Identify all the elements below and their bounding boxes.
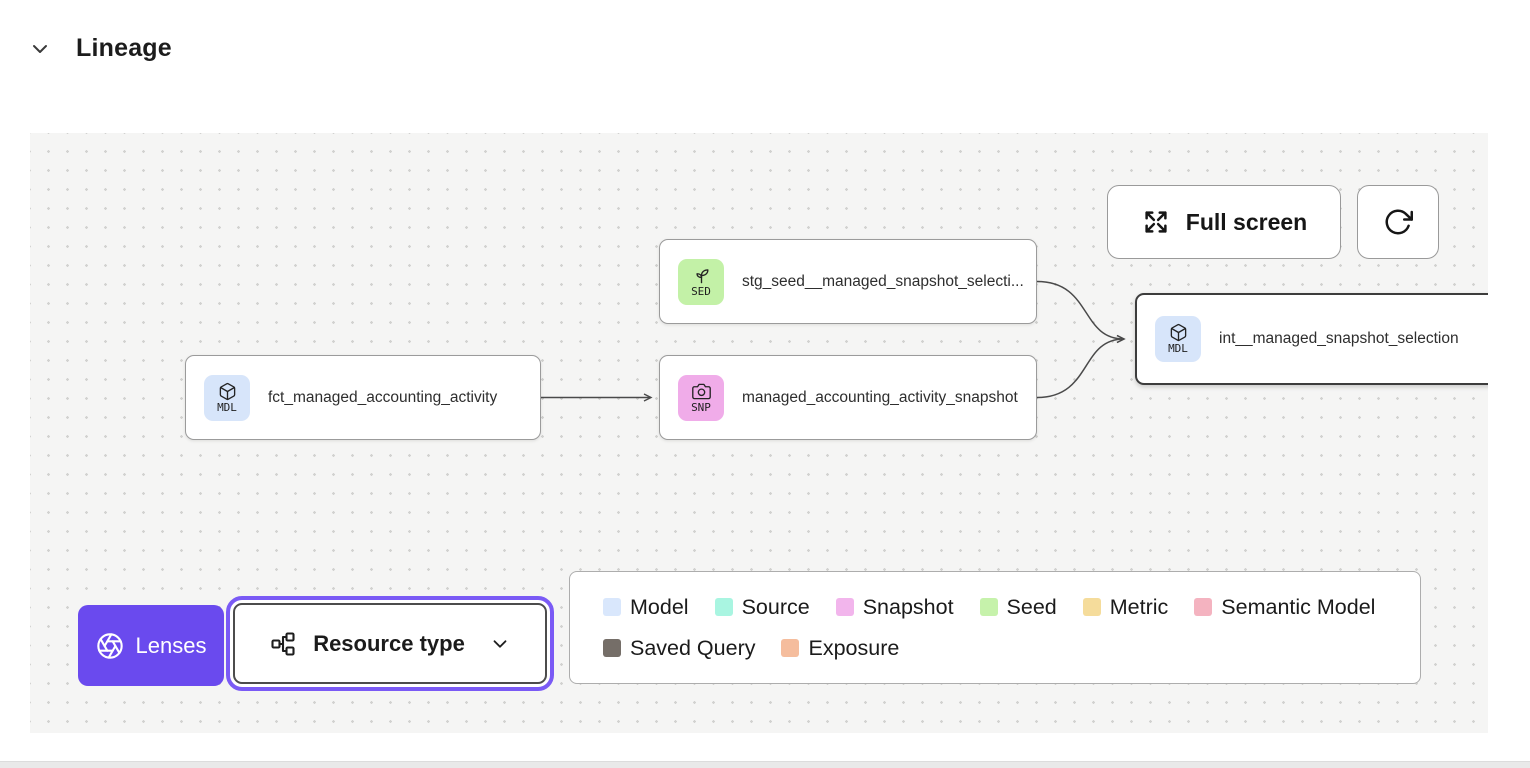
node-label: stg_seed__managed_snapshot_selecti... [742, 272, 1024, 290]
refresh-icon [1385, 209, 1413, 235]
lenses-button[interactable]: Lenses [78, 605, 224, 686]
collapse-section-button[interactable] [28, 37, 52, 61]
legend-box: Model Source Snapshot Seed Metric Semant… [569, 571, 1421, 684]
legend-swatch [714, 598, 733, 616]
fullscreen-button-label: Full screen [1185, 208, 1308, 235]
legend-label: Exposure [808, 635, 900, 660]
hierarchy-icon [271, 631, 295, 656]
seed-badge: SED [678, 258, 724, 305]
legend-swatch [603, 598, 621, 616]
bottom-divider [0, 761, 1530, 768]
legend-swatch [1194, 598, 1213, 616]
legend-label: Metric [1109, 594, 1169, 619]
legend-item-snapshot: Snapshot [835, 594, 954, 620]
node-fct-managed-accounting-activity[interactable]: MDL fct_managed_accounting_activity [185, 355, 541, 440]
lineage-canvas[interactable]: SED stg_seed__managed_snapshot_selecti..… [30, 133, 1488, 733]
lineage-header: Lineage [28, 34, 172, 63]
legend-label: Model [630, 594, 689, 619]
seed-badge-label: SED [691, 284, 711, 298]
sprout-icon [695, 268, 709, 283]
node-label: managed_accounting_activity_snapshot [742, 388, 1018, 406]
legend-item-source: Source [714, 594, 810, 620]
legend-swatch [1082, 598, 1101, 616]
chevron-down-icon [33, 44, 47, 53]
chevron-down-icon [493, 639, 507, 648]
legend-label: Saved Query [630, 635, 756, 660]
legend-item-metric: Metric [1082, 594, 1169, 620]
legend-item-seed: Seed [979, 594, 1057, 620]
legend-label: Seed [1006, 594, 1057, 619]
snapshot-badge-label: SNP [691, 400, 711, 414]
fullscreen-button[interactable]: Full screen [1107, 185, 1341, 259]
node-managed-accounting-activity-snapshot[interactable]: SNP managed_accounting_activity_snapshot [659, 355, 1037, 440]
node-int-managed-snapshot-selection[interactable]: MDL int__managed_snapshot_selection [1135, 293, 1488, 385]
resource-type-dropdown[interactable]: Resource type [226, 596, 554, 691]
node-label: fct_managed_accounting_activity [268, 388, 498, 406]
cube-icon [219, 382, 235, 400]
refresh-button[interactable] [1357, 185, 1439, 259]
node-label: int__managed_snapshot_selection [1219, 330, 1459, 347]
legend-item-saved-query: Saved Query [603, 636, 755, 661]
legend-label: Source [741, 594, 810, 619]
page-title: Lineage [76, 34, 172, 62]
model-badge-label: MDL [1168, 342, 1188, 355]
legend-swatch [603, 639, 621, 657]
model-badge: MDL [204, 374, 250, 421]
legend-swatch [979, 598, 998, 616]
snapshot-badge: SNP [678, 374, 724, 421]
legend-item-exposure: Exposure [781, 636, 899, 661]
legend-label: Semantic Model [1221, 594, 1376, 619]
model-badge: MDL [1155, 316, 1201, 362]
node-stg-seed-managed-snapshot-selection[interactable]: SED stg_seed__managed_snapshot_selecti..… [659, 239, 1037, 324]
legend-item-model: Model [603, 595, 689, 620]
legend-swatch [835, 598, 854, 616]
legend-label: Snapshot [862, 594, 954, 619]
cube-icon [1170, 323, 1186, 342]
lenses-button-label: Lenses [135, 632, 207, 658]
resource-type-label: Resource type [313, 630, 465, 656]
resource-type-dropdown-inner: Resource type [233, 603, 547, 684]
expand-icon [1145, 211, 1167, 233]
camera-icon [691, 383, 711, 399]
model-badge-label: MDL [217, 400, 237, 414]
aperture-icon [96, 632, 123, 659]
legend-item-semantic-model: Semantic Model [1194, 595, 1375, 620]
legend-swatch [781, 639, 800, 657]
